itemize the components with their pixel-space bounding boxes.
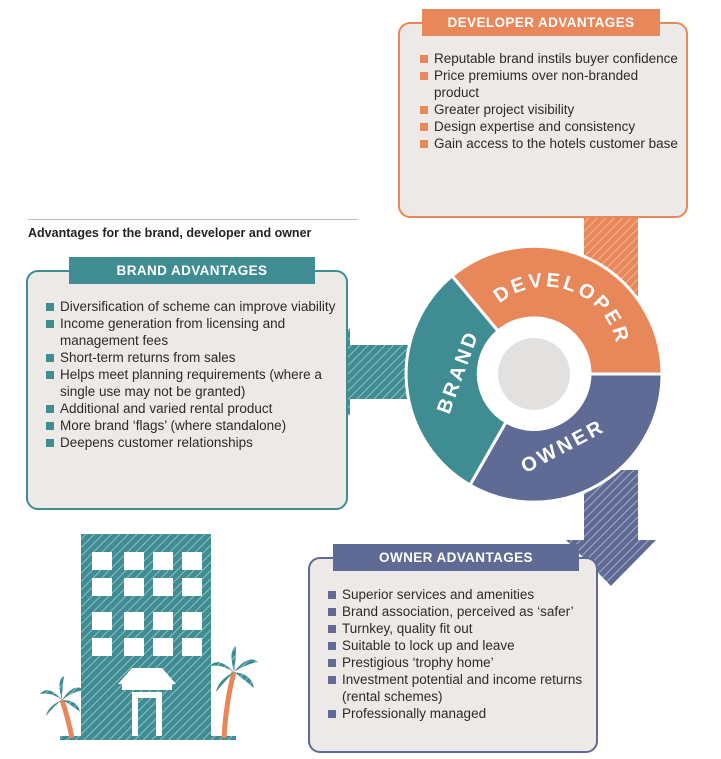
advantage-item: Price premiums over non-branded product xyxy=(420,67,680,101)
bullet-square-icon xyxy=(328,642,336,650)
advantage-item: Reputable brand instils buyer confidence xyxy=(420,50,680,67)
bullet-square-icon xyxy=(420,55,428,63)
brand-advantages-list: Diversification of scheme can improve vi… xyxy=(46,298,346,451)
bullet-square-icon xyxy=(420,106,428,114)
advantage-item: Additional and varied rental product xyxy=(46,400,346,417)
advantage-text: More brand ‘flags’ (where standalone) xyxy=(60,418,287,433)
wheel-developer-segment xyxy=(449,244,664,376)
advantage-item: Professionally managed xyxy=(328,705,590,722)
advantage-item: Short-term returns from sales xyxy=(46,349,346,366)
advantage-item: Superior services and amenities xyxy=(328,586,590,603)
advantage-item: Prestigious ‘trophy home’ xyxy=(328,654,590,671)
advantage-item: Income generation from licensing and man… xyxy=(46,315,346,349)
developer-advantages-box xyxy=(398,22,688,218)
advantage-text: Diversification of scheme can improve vi… xyxy=(60,299,336,314)
advantage-item: Gain access to the hotels customer base xyxy=(420,135,680,152)
advantage-item: Greater project visibility xyxy=(420,101,680,118)
advantage-item: Deepens customer relationships xyxy=(46,434,346,451)
advantage-text: Superior services and amenities xyxy=(342,587,535,602)
figure-caption: Advantages for the brand, developer and … xyxy=(28,226,312,240)
bullet-square-icon xyxy=(46,320,54,328)
advantage-text: Turnkey, quality fit out xyxy=(342,621,473,636)
bullet-square-icon xyxy=(328,676,336,684)
advantage-text: Gain access to the hotels customer base xyxy=(434,136,678,151)
advantage-text: Suitable to lock up and leave xyxy=(342,638,515,653)
advantage-text: Investment potential and income returns … xyxy=(342,672,583,704)
bullet-square-icon xyxy=(420,123,428,131)
bullet-square-icon xyxy=(420,72,428,80)
developer-advantages-title: DEVELOPER ADVANTAGES xyxy=(422,9,660,36)
bullet-square-icon xyxy=(46,405,54,413)
bullet-square-icon xyxy=(328,659,336,667)
brand-advantages-box xyxy=(26,270,348,510)
building-illustration xyxy=(60,534,236,740)
advantage-text: Short-term returns from sales xyxy=(60,350,236,365)
advantage-text: Design expertise and consistency xyxy=(434,119,636,134)
bullet-square-icon xyxy=(46,303,54,311)
advantage-item: Turnkey, quality fit out xyxy=(328,620,590,637)
advantage-text: Prestigious ‘trophy home’ xyxy=(342,655,494,670)
advantage-text: Brand association, perceived as ‘safer’ xyxy=(342,604,574,619)
advantage-item: Diversification of scheme can improve vi… xyxy=(46,298,346,315)
advantage-text: Deepens customer relationships xyxy=(60,435,253,450)
bullet-square-icon xyxy=(328,591,336,599)
bullet-square-icon xyxy=(46,354,54,362)
advantage-text: Additional and varied rental product xyxy=(60,401,273,416)
advantage-item: Brand association, perceived as ‘safer’ xyxy=(328,603,590,620)
bullet-square-icon xyxy=(46,371,54,379)
advantage-item: Helps meet planning requirements (where … xyxy=(46,366,346,400)
advantage-item: Suitable to lock up and leave xyxy=(328,637,590,654)
palm-tree-left xyxy=(40,676,84,739)
advantage-item: More brand ‘flags’ (where standalone) xyxy=(46,417,346,434)
owner-advantages-title: OWNER ADVANTAGES xyxy=(333,544,579,571)
advantage-text: Income generation from licensing and man… xyxy=(60,316,286,348)
bullet-square-icon xyxy=(328,608,336,616)
caption-rule xyxy=(28,219,358,220)
advantage-item: Design expertise and consistency xyxy=(420,118,680,135)
advantage-text: Professionally managed xyxy=(342,706,487,721)
bullet-square-icon xyxy=(328,710,336,718)
brand-advantages-title: BRAND ADVANTAGES xyxy=(69,257,315,284)
palm-tree-right xyxy=(210,646,258,739)
bullet-square-icon xyxy=(46,422,54,430)
bullet-square-icon xyxy=(420,140,428,148)
developer-advantages-list: Reputable brand instils buyer confidence… xyxy=(420,50,680,152)
bullet-square-icon xyxy=(328,625,336,633)
advantage-item: Investment potential and income returns … xyxy=(328,671,590,705)
advantage-text: Helps meet planning requirements (where … xyxy=(60,367,322,399)
bullet-square-icon xyxy=(46,439,54,447)
wheel-hub-core xyxy=(498,338,570,410)
advantage-text: Greater project visibility xyxy=(434,102,575,117)
owner-advantages-box xyxy=(308,557,598,753)
advantage-text: Price premiums over non-branded product xyxy=(434,68,639,100)
advantage-text: Reputable brand instils buyer confidence xyxy=(434,51,678,66)
